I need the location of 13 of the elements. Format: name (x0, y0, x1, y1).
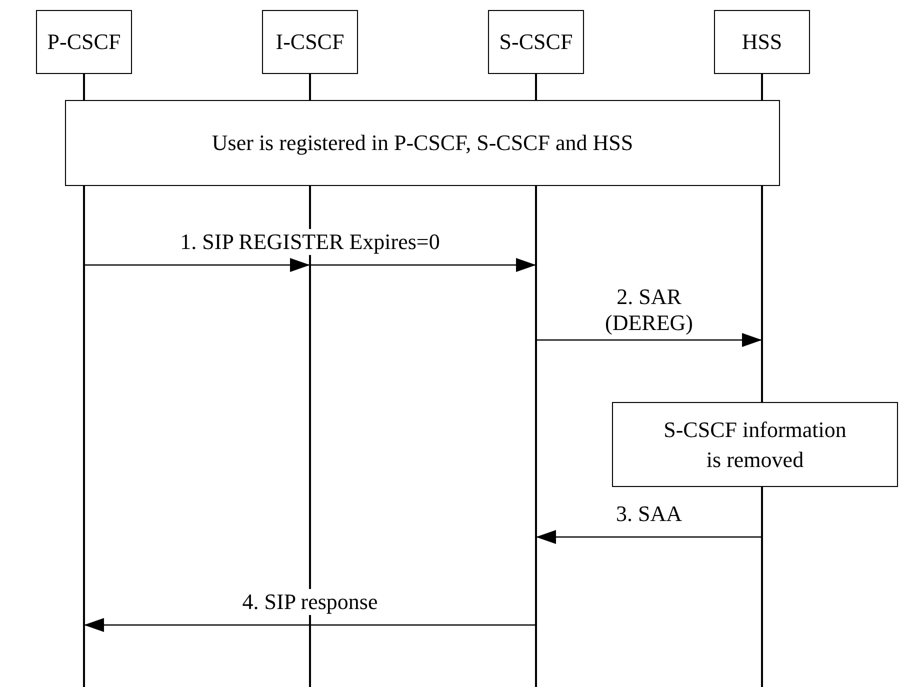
participant-label: P-CSCF (47, 28, 121, 56)
note-box (612, 402, 898, 487)
message-arrow (536, 333, 762, 347)
participant-label: S-CSCF (499, 28, 573, 56)
note-text: User is registered in P-CSCF, S-CSCF and HSS (212, 129, 634, 158)
note-text: S-CSCF information is removed (662, 416, 848, 474)
message-arrow (536, 530, 762, 544)
message-arrow (310, 258, 536, 272)
message-arrow (84, 258, 310, 272)
participant-label: I-CSCF (276, 28, 344, 56)
participant-label: HSS (742, 28, 782, 56)
note-box (65, 100, 780, 186)
message-arrow (84, 618, 536, 632)
